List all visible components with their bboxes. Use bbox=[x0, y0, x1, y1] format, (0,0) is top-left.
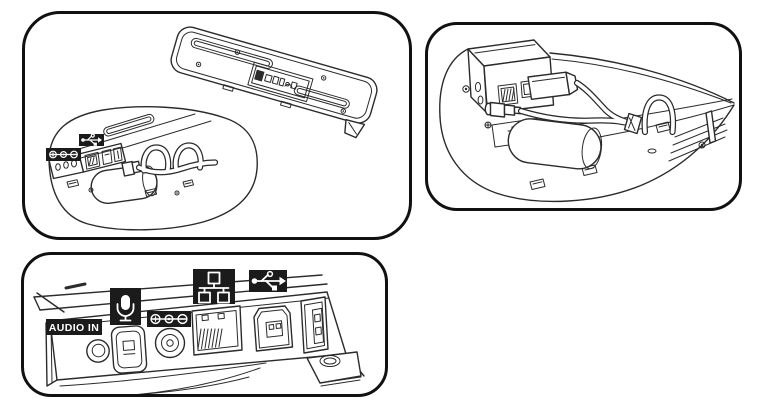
ethernet-port bbox=[191, 305, 243, 356]
vent-slot-left bbox=[190, 37, 273, 69]
cable-compartment bbox=[247, 61, 314, 103]
dc-power-icon bbox=[46, 148, 81, 161]
port-panel-drawing: AUDIO IN bbox=[33, 269, 365, 394]
mounting-tab bbox=[306, 351, 362, 387]
panel-cable-routing bbox=[425, 22, 742, 211]
dc-plug bbox=[121, 160, 136, 177]
cables bbox=[517, 79, 677, 136]
dc-power-icon bbox=[147, 311, 191, 327]
chassis-lines bbox=[33, 274, 365, 394]
cable-clip bbox=[623, 112, 643, 135]
roller-cylinder bbox=[507, 118, 603, 170]
panel-overview bbox=[22, 11, 412, 240]
vent-slot-detail bbox=[103, 113, 155, 137]
usb-b-port-small bbox=[101, 149, 113, 165]
soundbar-bottom-view bbox=[170, 26, 378, 139]
ethernet-port-box bbox=[497, 83, 519, 106]
ethernet-port-small bbox=[84, 151, 101, 170]
microphone-port bbox=[110, 325, 148, 374]
ethernet-icon bbox=[193, 269, 235, 304]
magnified-port-corner bbox=[46, 106, 258, 231]
usb-a-port bbox=[300, 296, 329, 354]
divider-fin bbox=[705, 110, 717, 144]
vent-slot-right bbox=[293, 85, 350, 109]
audio-in-jack bbox=[86, 339, 110, 363]
usb-b-port bbox=[253, 305, 294, 352]
cable-routing-drawing bbox=[439, 39, 735, 203]
usb-plug bbox=[527, 71, 579, 100]
cables bbox=[135, 142, 219, 176]
panel-port-closeup: AUDIO IN bbox=[21, 252, 388, 397]
audio-in-label: AUDIO IN bbox=[46, 319, 102, 335]
usb-a-port-small bbox=[113, 146, 123, 163]
screw-holes bbox=[195, 49, 346, 114]
audio-in-label-text: AUDIO IN bbox=[49, 322, 99, 334]
microphone-icon bbox=[110, 288, 141, 325]
overview-drawing bbox=[46, 26, 378, 231]
usb-icon bbox=[79, 133, 104, 146]
dc-power-jack bbox=[154, 327, 186, 359]
usb-icon bbox=[249, 270, 287, 292]
